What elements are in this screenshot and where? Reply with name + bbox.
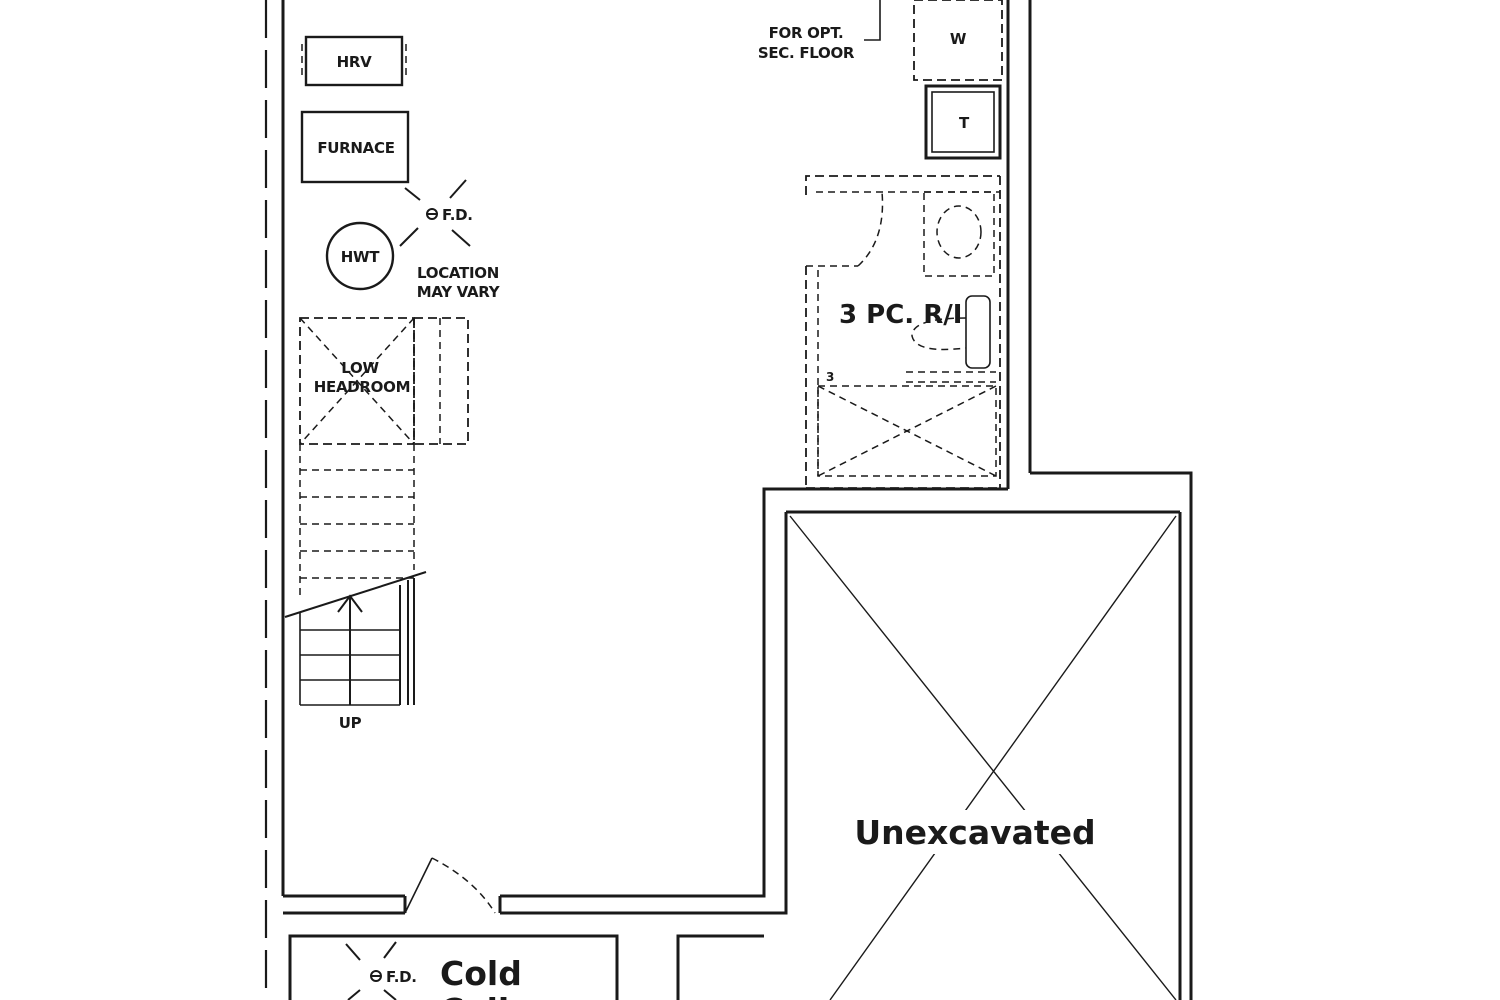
stairs-up-label: UP	[339, 714, 362, 732]
unexcavated-label: Unexcavated	[854, 813, 1095, 852]
stair-treads-solid	[299, 578, 415, 706]
stairs-area: LOW HEADROOM UP	[284, 317, 469, 732]
opt-sec-floor-leader	[864, 0, 881, 41]
bath-toilet-bowl	[911, 317, 967, 351]
unexcavated-x-1	[789, 515, 1177, 1000]
floor-drain-rays-2	[345, 941, 397, 1000]
stair-treads-dashed	[299, 444, 415, 600]
low-headroom-x-2	[299, 317, 415, 445]
toilet-box-inner	[931, 91, 995, 153]
landing-box	[413, 317, 469, 445]
furnace-unit	[300, 110, 410, 184]
unexcavated-label-bg	[852, 810, 1098, 854]
shower-x-2	[817, 385, 997, 477]
bathroom-label: 3 PC. R/I	[839, 300, 962, 330]
hwt-label: HWT	[341, 248, 380, 266]
floor-drain-label-2: F.D.	[386, 968, 417, 986]
toilet-label: T	[959, 114, 970, 132]
garage-wall-inner	[500, 487, 1008, 898]
floor-drain-rays-1	[399, 179, 471, 247]
washer-box	[913, 0, 1003, 81]
hrv-unit	[304, 35, 404, 87]
stair-cut-line	[284, 571, 427, 618]
cold-cellar-label-2: Cellar	[440, 991, 548, 1000]
bath-toilet-tank	[965, 295, 991, 369]
bath-door-arc	[857, 191, 884, 267]
hrv-label: HRV	[337, 53, 373, 71]
cellar-door	[404, 857, 496, 914]
low-label: LOW	[341, 359, 379, 377]
floor-drain-icon-2	[370, 970, 382, 982]
washer-label: W	[950, 30, 967, 48]
garage-wall-inner-2	[500, 512, 788, 915]
floor-drain-label-1: F.D.	[442, 206, 473, 224]
mechanical-area: HRV FURNACE F.D. HWT LOCATION MAY VARY	[300, 35, 501, 301]
unexcavated-x-2	[829, 515, 1177, 1000]
door-swing-arc	[431, 857, 496, 914]
cold-cellar-wall	[288, 934, 619, 1000]
stair-arrow-head	[337, 594, 363, 613]
unexcavated-area: Unexcavated	[789, 515, 1177, 1000]
sink-counter	[923, 191, 995, 277]
bath-number-label: 3	[826, 370, 834, 384]
cold-cellar-label: Cold	[440, 954, 522, 993]
sink-basin	[936, 205, 982, 259]
bath-wall-top	[805, 175, 1000, 195]
headroom-label: HEADROOM	[314, 378, 410, 396]
location-label: LOCATION	[417, 264, 499, 282]
for-opt-label: FOR OPT.	[769, 24, 844, 42]
walls	[264, 0, 1193, 1000]
shower-pan	[817, 385, 997, 477]
may-vary-label: MAY VARY	[417, 283, 501, 301]
hwt-tank	[325, 221, 395, 291]
cold-cellar-area: F.D. Cold Cellar	[345, 941, 548, 1000]
sec-floor-label: SEC. FLOOR	[758, 44, 855, 62]
floor-drain-icon-1	[426, 208, 438, 220]
garage-wall-outer	[1030, 471, 1193, 1000]
door-leaf	[404, 857, 433, 914]
furnace-label: FURNACE	[317, 139, 394, 157]
bathroom-rough-in: 3 3 PC. R/I	[805, 175, 1001, 489]
laundry-area: W T FOR OPT. SEC. FLOOR	[758, 0, 1003, 160]
lower-wall-right	[676, 934, 764, 1000]
toilet-box-outer	[924, 84, 1002, 160]
